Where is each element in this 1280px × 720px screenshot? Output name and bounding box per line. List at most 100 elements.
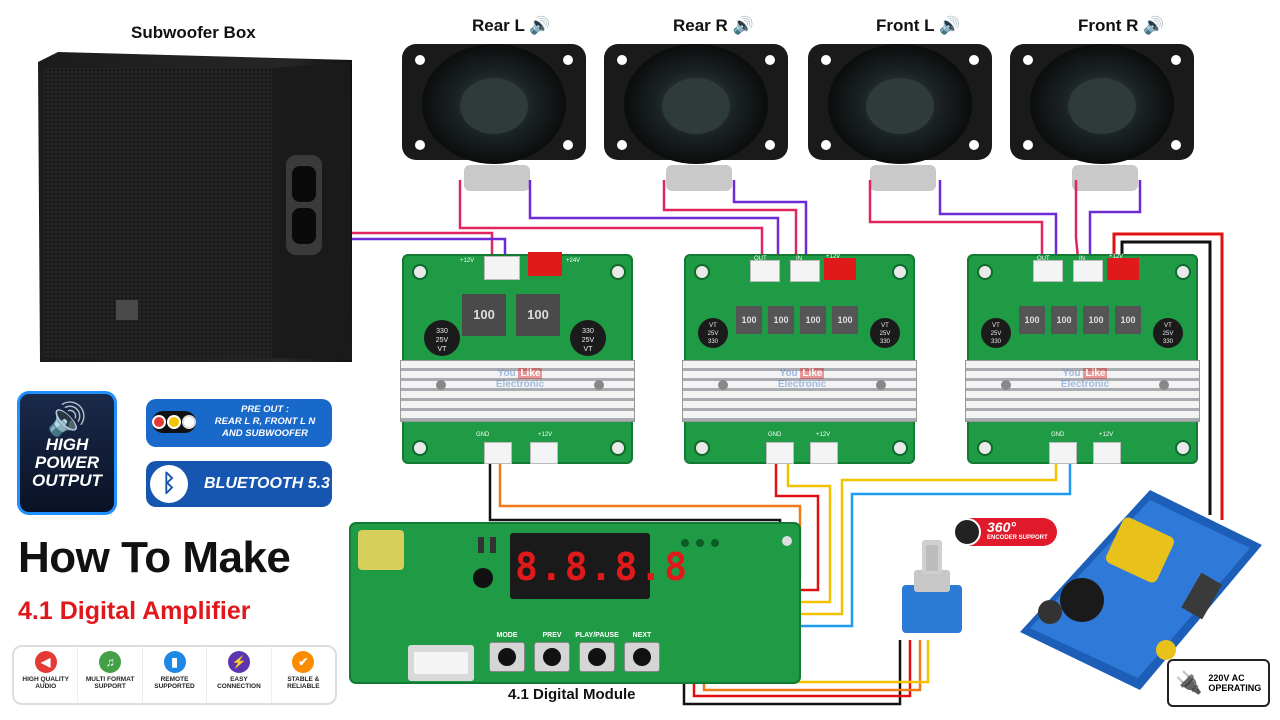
mount-hole — [694, 264, 710, 280]
speaker-icon: 🔊 — [529, 16, 551, 35]
speaker-icon: 🔊 — [732, 16, 754, 35]
power-plug-icon: 🔌 — [1175, 670, 1203, 695]
speaker-wires — [352, 180, 1224, 520]
pin-label-in: IN — [796, 256, 802, 262]
module-button-prev[interactable] — [534, 642, 570, 672]
pin-label-12v: +12V — [826, 254, 841, 260]
music-note-icon: ♫ — [99, 651, 122, 673]
mount-hole — [610, 264, 626, 280]
bluetooth-icon: ᛒ — [150, 465, 188, 503]
connector-input — [484, 442, 512, 464]
heatsink-screw — [594, 380, 604, 390]
digital-module-board — [349, 522, 801, 684]
speaker-volume-icon: 🔊 — [47, 401, 87, 437]
pin-label-12v: +12V — [1109, 254, 1124, 260]
heatsink-screw — [436, 380, 446, 390]
subwoofer-box — [38, 52, 352, 362]
plug-icon: ⚡ — [227, 651, 250, 673]
rear-r-label: Rear R 🔊 — [673, 16, 754, 35]
module-button-label: PLAY/PAUSE — [575, 632, 619, 639]
mount-hole — [1175, 440, 1191, 456]
speaker-front-l — [808, 44, 992, 191]
shield-icon: ✔ — [292, 651, 315, 673]
heatsink-screw — [718, 380, 728, 390]
inductor: 100 — [800, 306, 826, 334]
speaker-icon: 🔊 — [938, 16, 961, 35]
module-button-next[interactable] — [624, 642, 660, 672]
mount-hole — [977, 440, 993, 456]
module-button-label: MODE — [496, 632, 518, 639]
mount-hole — [1175, 264, 1191, 280]
pin-label-12v: +12V — [460, 258, 475, 264]
connector-in — [1073, 260, 1103, 282]
pin-label-12v: +12V — [1099, 432, 1114, 438]
subwoofer-box-label: Subwoofer Box — [131, 23, 256, 42]
speaker-rear-l — [402, 44, 586, 191]
module-button-mode[interactable] — [489, 642, 525, 672]
pin-label-12v: +12V — [538, 432, 553, 438]
knob-icon — [953, 518, 981, 546]
inductor: 100 — [1051, 306, 1077, 334]
pin-label-out: OUT — [1037, 256, 1050, 262]
inductor: 100 — [768, 306, 794, 334]
connector-power — [528, 252, 562, 276]
connector-out — [750, 260, 780, 282]
inductor: 100 — [736, 306, 762, 334]
bluetooth-badge: ᛒ BLUETOOTH 5.3 — [146, 461, 332, 507]
module-button-label: NEXT — [632, 632, 652, 639]
inductor: 100 — [1019, 306, 1045, 334]
mount-hole — [610, 440, 626, 456]
pin-label-gnd: GND — [1051, 432, 1065, 438]
module-button-label: PREV — [542, 632, 562, 639]
pin-label-in: IN — [1079, 256, 1085, 262]
speaker-icon: 🔊 — [1143, 16, 1165, 35]
pin-label-gnd: GND — [476, 432, 490, 438]
feature-item: ✔ STABLE &RELIABLE — [272, 647, 335, 703]
heatsink-screw — [876, 380, 886, 390]
connector-input — [766, 442, 794, 464]
mount-hole — [694, 440, 710, 456]
inductor: 100 — [1115, 306, 1141, 334]
inductor: 100 — [1083, 306, 1109, 334]
pin-label-out: OUT — [754, 256, 767, 262]
remote-icon: ▮ — [163, 651, 186, 673]
digital-module-label: 4.1 Digital Module — [508, 686, 636, 703]
seven-segment-display: 8.8.8.8 — [515, 545, 690, 589]
mount-hole — [412, 264, 428, 280]
high-power-badge: 🔊 HIGH POWER OUTPUT — [17, 391, 117, 515]
mount-hole — [977, 264, 993, 280]
pre-out-badge: PRE OUT : REAR L R, FRONT L N AND SUBWOO… — [146, 399, 332, 447]
power-supply-board — [1020, 490, 1262, 690]
front-r-label: Front R 🔊 — [1078, 16, 1165, 35]
inductor: 100 — [832, 306, 858, 334]
connector-out — [1033, 260, 1063, 282]
inductor: 100 — [516, 294, 560, 336]
mount-hole — [892, 440, 908, 456]
pin-label-gnd: GND — [768, 432, 782, 438]
heatsink-screw — [1159, 380, 1169, 390]
page-title: How To Make — [18, 533, 291, 582]
heatsink — [400, 360, 635, 422]
module-button-play-pause[interactable] — [579, 642, 615, 672]
connector-input — [1049, 442, 1077, 464]
connector-input — [810, 442, 838, 464]
speaker-icon: ◀ — [34, 651, 57, 673]
connector-power — [1107, 258, 1139, 280]
speaker-front-r — [1010, 44, 1194, 191]
heatsink — [965, 360, 1200, 422]
